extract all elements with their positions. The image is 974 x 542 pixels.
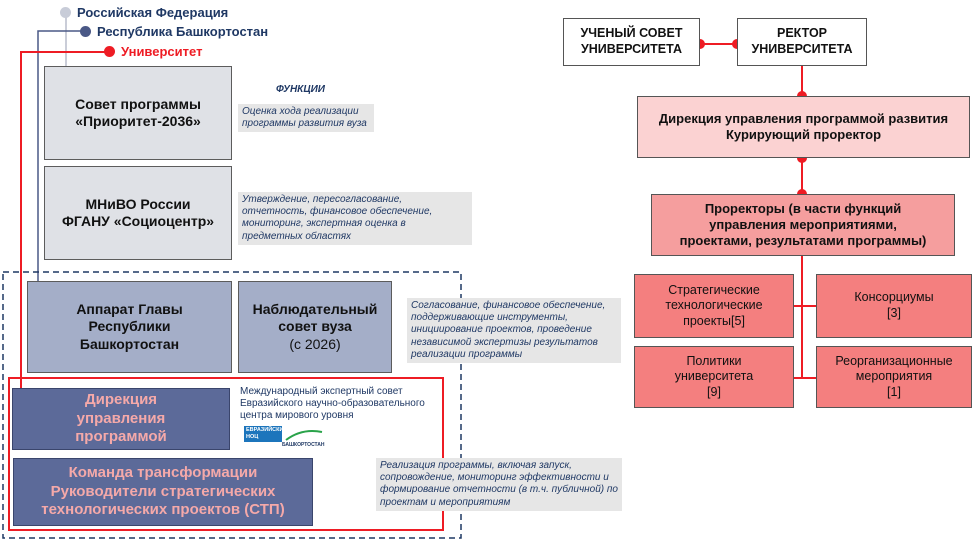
team-note: Реализация программы, включая запуск, со… (376, 458, 622, 511)
rb-dot-icon (80, 26, 91, 37)
rector-line2: УНИВЕРСИТЕТА (751, 42, 853, 56)
supervisory-line2: совет вуза (278, 318, 352, 335)
legend-rf-label: Российская Федерация (77, 5, 229, 20)
stp-line3: проекты[5] (683, 313, 745, 328)
policies-line2: университета (674, 369, 754, 384)
vice-rectors-line2: управления мероприятиями, (709, 216, 897, 232)
reorg-line1: Реорганизационные (835, 353, 953, 368)
directorate-line1: Дирекция (84, 390, 158, 408)
academic-council-line1: УЧЕНЫЙ СОВЕТ (580, 26, 683, 41)
council-line2: «Приоритет-2036» (75, 113, 201, 129)
academic-council-line2: УНИВЕРСИТЕТА (580, 42, 683, 56)
reorg-box: Реорганизационные мероприятия [1] (816, 346, 972, 408)
university-connector (20, 51, 110, 388)
reorg-line2: мероприятия (855, 369, 933, 384)
apparatus-line3: Башкортостан (79, 335, 180, 352)
consortia-line2: [3] (887, 306, 901, 320)
rf-dot-icon (60, 7, 71, 18)
council-line1: Совет программы (75, 95, 201, 112)
supervisory-note: Согласование, финансовое обеспечение, по… (407, 298, 621, 363)
supervisory-line3: (с 2026) (289, 335, 341, 352)
logo-text-1: ЕВРАЗИЙСКИЙ (246, 427, 288, 433)
directorate-box: Дирекция управления программой (12, 388, 230, 450)
stp-box: Стратегические технологические проекты[5… (634, 274, 794, 338)
reorg-line3: [1] (887, 384, 901, 399)
legend-uni-label: Университет (121, 44, 203, 59)
stp-line2: технологические (665, 298, 763, 313)
regional-frame (2, 271, 462, 539)
vice-rectors-box: Проректоры (в части функций управления м… (651, 194, 955, 256)
logo-text-3: БАШКОРТОСТАН (282, 442, 325, 448)
uni-dot-icon (104, 46, 115, 57)
team-line2: Руководители стратегических (50, 482, 276, 500)
policies-line1: Политики (686, 353, 742, 368)
apparatus-line2: Республики (88, 318, 171, 335)
legend-rf: Российская Федерация (60, 5, 228, 20)
vice-rectors-line1: Проректоры (в части функций (704, 200, 902, 216)
academic-council-box: УЧЕНЫЙ СОВЕТ УНИВЕРСИТЕТА (563, 18, 700, 66)
directorate-line2: управления (76, 409, 166, 427)
expert-council-note: Международный экспертный совет Евразийск… (240, 386, 425, 422)
ministry-note: Утверждение, пересогласование, отчетност… (238, 192, 472, 245)
team-line1: Команда трансформации (68, 463, 258, 481)
stp-line1: Стратегические (668, 282, 760, 297)
directorate-line3: программой (75, 428, 167, 446)
rector-line1: РЕКТОР (777, 26, 827, 41)
rb-connector (37, 30, 86, 281)
logo-text-2: НОЦ (246, 434, 259, 440)
team-line3: технологических проектов (СТП) (41, 501, 285, 519)
ministry-box: МНиВО России ФГАНУ «Социоцентр» (44, 166, 232, 260)
policies-box: Политики университета [9] (634, 346, 794, 408)
council-note: Оценка хода реализации программы развити… (238, 104, 374, 133)
supervisory-box: Наблюдательный совет вуза (с 2026) (238, 281, 392, 373)
program-directorate-box: Дирекция управления программой развития … (637, 96, 970, 158)
supervisory-line1: Наблюдательный (252, 300, 378, 317)
consortia-box: Консорциумы [3] (816, 274, 972, 338)
council-box: Совет программы «Приоритет-2036» (44, 66, 232, 160)
legend-rb: Республика Башкортостан (80, 24, 268, 39)
ministry-line1: МНиВО России (85, 195, 191, 212)
program-directorate-line2: Курирующий проректор (725, 127, 882, 142)
eurasian-noc-logo: ЕВРАЗИЙСКИЙ НОЦ БАШКОРТОСТАН (244, 426, 325, 450)
legend-uni: Университет (104, 44, 202, 59)
ministry-line2: ФГАНУ «Социоцентр» (61, 213, 215, 229)
logo-swoosh-icon (285, 430, 323, 441)
apparatus-box: Аппарат Главы Республики Башкортостан (27, 281, 232, 373)
team-box: Команда трансформации Руководители страт… (13, 458, 313, 526)
consortia-line1: Консорциумы (854, 290, 934, 305)
university-frame (8, 377, 444, 531)
apparatus-line1: Аппарат Главы (76, 300, 183, 317)
vice-rectors-line3: проектами, результатами программы) (679, 233, 927, 249)
program-directorate-line1: Дирекция управления программой развития (658, 110, 949, 126)
policies-line3: [9] (707, 384, 721, 399)
rector-box: РЕКТОР УНИВЕРСИТЕТА (737, 18, 867, 66)
functions-heading: ФУНКЦИИ (276, 84, 325, 95)
legend-rb-label: Республика Башкортостан (97, 24, 269, 39)
